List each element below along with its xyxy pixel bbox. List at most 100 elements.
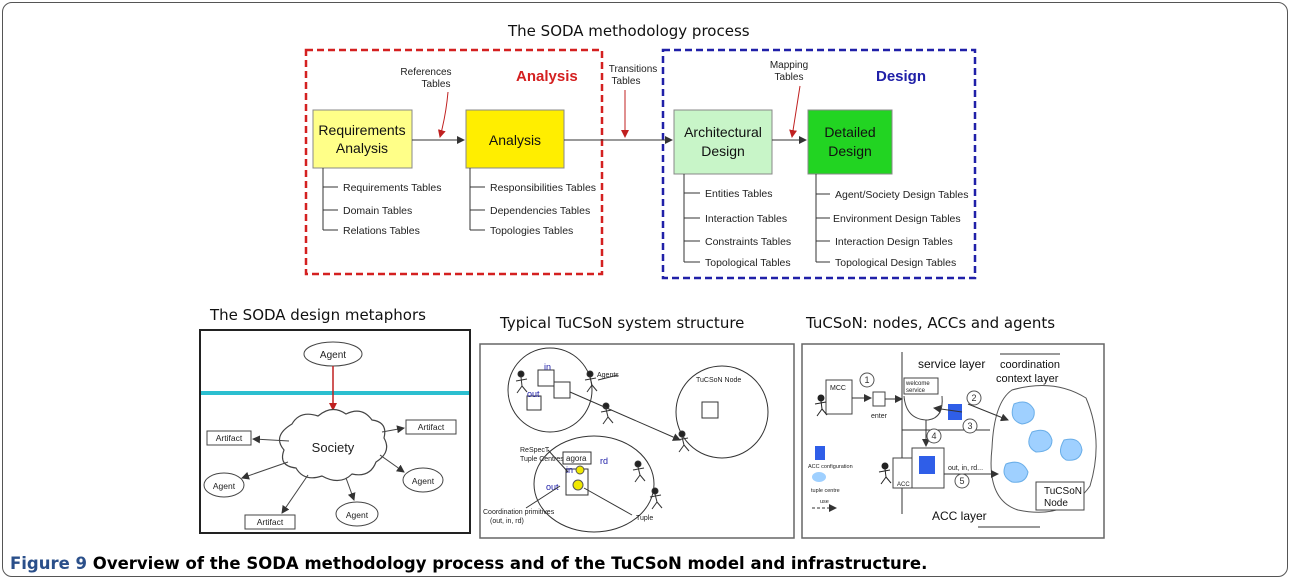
step-5: 5 xyxy=(959,476,964,486)
requirements-box-line-2: Analysis xyxy=(336,140,388,156)
agora-box xyxy=(562,451,592,465)
table-tree-lines xyxy=(322,168,830,263)
acc-token-moving xyxy=(948,404,962,420)
architectural-design-box xyxy=(673,109,773,175)
tuple-centre-b xyxy=(553,381,571,399)
mapping-line-2: Tables xyxy=(775,72,804,83)
mapping-tables-annotation: Mapping Tables xyxy=(770,60,808,83)
detailed-table-2: Environment Design Tables xyxy=(833,213,961,225)
step-4: 4 xyxy=(931,431,936,441)
design-phase-border xyxy=(661,48,977,280)
metaphor-connectors xyxy=(241,425,405,514)
analysis-phase-border xyxy=(304,48,604,276)
ops-label: out, in, rd... xyxy=(948,465,983,472)
tucson-node-line-2: Node xyxy=(1044,498,1068,509)
requirements-box-line-1: Requirements xyxy=(318,122,405,138)
detailed-table-4: Topological Design Tables xyxy=(835,257,956,269)
tucson-node-line-1: TuCSoN xyxy=(1044,486,1082,497)
references-line-2: Tables xyxy=(422,79,451,90)
requirements-analysis-box xyxy=(312,109,413,169)
req-table-1: Requirements Tables xyxy=(343,182,441,194)
artifact-right-label: Artifact xyxy=(418,422,445,432)
agora-label: agora xyxy=(566,454,587,463)
artifact-bottom-label: Artifact xyxy=(257,517,284,527)
references-pointer xyxy=(437,91,449,138)
tuple-centre-c xyxy=(526,395,542,411)
legend-tuple-centre: tuple centre xyxy=(811,488,840,494)
artifact-right xyxy=(405,419,457,435)
detailed-box-line-1: Detailed xyxy=(824,124,875,140)
analysis-table-2: Dependencies Tables xyxy=(490,205,590,217)
analysis-table-3: Topologies Tables xyxy=(490,225,573,237)
out-label-top: out xyxy=(527,389,540,399)
legend-tuple-centre-swatch xyxy=(812,472,826,482)
acc-layer-label: ACC layer xyxy=(932,509,987,523)
society-cloud xyxy=(278,408,388,482)
enter-label: enter xyxy=(871,413,888,420)
acc-small-label: ACC xyxy=(897,482,910,488)
coordination-layer-line-1: coordination xyxy=(1000,359,1060,371)
tucson-structure-title: Typical TuCSoN system structure xyxy=(500,314,745,332)
primitives-line-1: Coordination primitives xyxy=(483,509,555,516)
arch-table-3: Constraints Tables xyxy=(705,236,791,248)
detailed-design-box xyxy=(807,109,893,175)
analysis-phase-label: Analysis xyxy=(516,68,578,85)
figure-caption-text: Overview of the SODA methodology process… xyxy=(87,554,928,573)
agent-left-ellipse xyxy=(203,472,245,498)
mcc-label: MCC xyxy=(830,385,846,392)
out-label-agora: out xyxy=(546,482,559,492)
agent-right-ellipse xyxy=(402,467,444,493)
analysis-table-1: Responsibilities Tables xyxy=(490,182,596,194)
in-label-agora: in xyxy=(566,465,573,475)
transitions-line-2: Tables xyxy=(612,76,641,87)
req-table-2: Domain Tables xyxy=(343,205,412,217)
step-markers xyxy=(859,372,982,489)
service-layer-label: service layer xyxy=(918,357,985,371)
legend-acc-config-swatch xyxy=(815,446,825,460)
tucson-node-circle xyxy=(675,365,769,459)
mcc-box xyxy=(825,379,853,415)
tucson-node-box xyxy=(1035,481,1085,511)
analysis-box xyxy=(465,109,565,169)
tucson-panel xyxy=(479,343,795,539)
references-tables-annotation: References Tables xyxy=(400,67,451,90)
detailed-table-3: Interaction Design Tables xyxy=(835,236,953,248)
node-flow-arrows xyxy=(852,394,1009,478)
tuple-centre-blobs xyxy=(1003,401,1083,483)
agent-bottom-ellipse xyxy=(335,501,379,527)
enter-doc-icon xyxy=(872,391,886,407)
transitions-line-1: Transitions xyxy=(609,64,658,75)
agora-node-circle xyxy=(533,435,655,533)
artifact-bottom xyxy=(244,514,296,530)
agent-left-label: Agent xyxy=(213,481,236,491)
analysis-box-label: Analysis xyxy=(489,132,541,148)
soda-process-title: The SODA methodology process xyxy=(508,22,750,40)
step-2: 2 xyxy=(971,393,976,403)
req-table-3: Relations Tables xyxy=(343,225,420,237)
nodes-title: TuCSoN: nodes, ACCs and agents xyxy=(806,314,1056,332)
legend-use: use xyxy=(820,499,829,505)
step-1: 1 xyxy=(864,375,869,385)
agora-tuple-2 xyxy=(572,479,584,491)
agent-bottom-label: Agent xyxy=(346,510,369,520)
artifact-left xyxy=(206,430,252,446)
figure-caption: Figure 9 Overview of the SODA methodolog… xyxy=(10,554,927,573)
detailed-box-line-2: Design xyxy=(828,143,872,159)
node-tuple-centre xyxy=(701,401,719,419)
service-cycle-arc xyxy=(903,395,943,421)
figure-number: Figure 9 xyxy=(10,554,88,573)
mapping-pointer xyxy=(789,85,801,138)
references-line-1: References xyxy=(400,67,451,78)
in-label-top: in xyxy=(544,362,551,372)
society-label: Society xyxy=(312,440,355,455)
tucson-connections xyxy=(525,374,681,516)
architectural-box-line-2: Design xyxy=(701,143,745,159)
agora-tuple-1 xyxy=(575,465,585,475)
agent-right-label: Agent xyxy=(412,476,435,486)
arch-table-1: Entities Tables xyxy=(705,188,773,200)
rd-label: rd xyxy=(600,456,608,466)
respect-line-1: ReSpecT xyxy=(520,447,550,454)
arch-table-2: Interaction Tables xyxy=(705,213,787,225)
stick-agents xyxy=(515,370,690,510)
coordination-layer-line-2: context layer xyxy=(996,373,1059,385)
